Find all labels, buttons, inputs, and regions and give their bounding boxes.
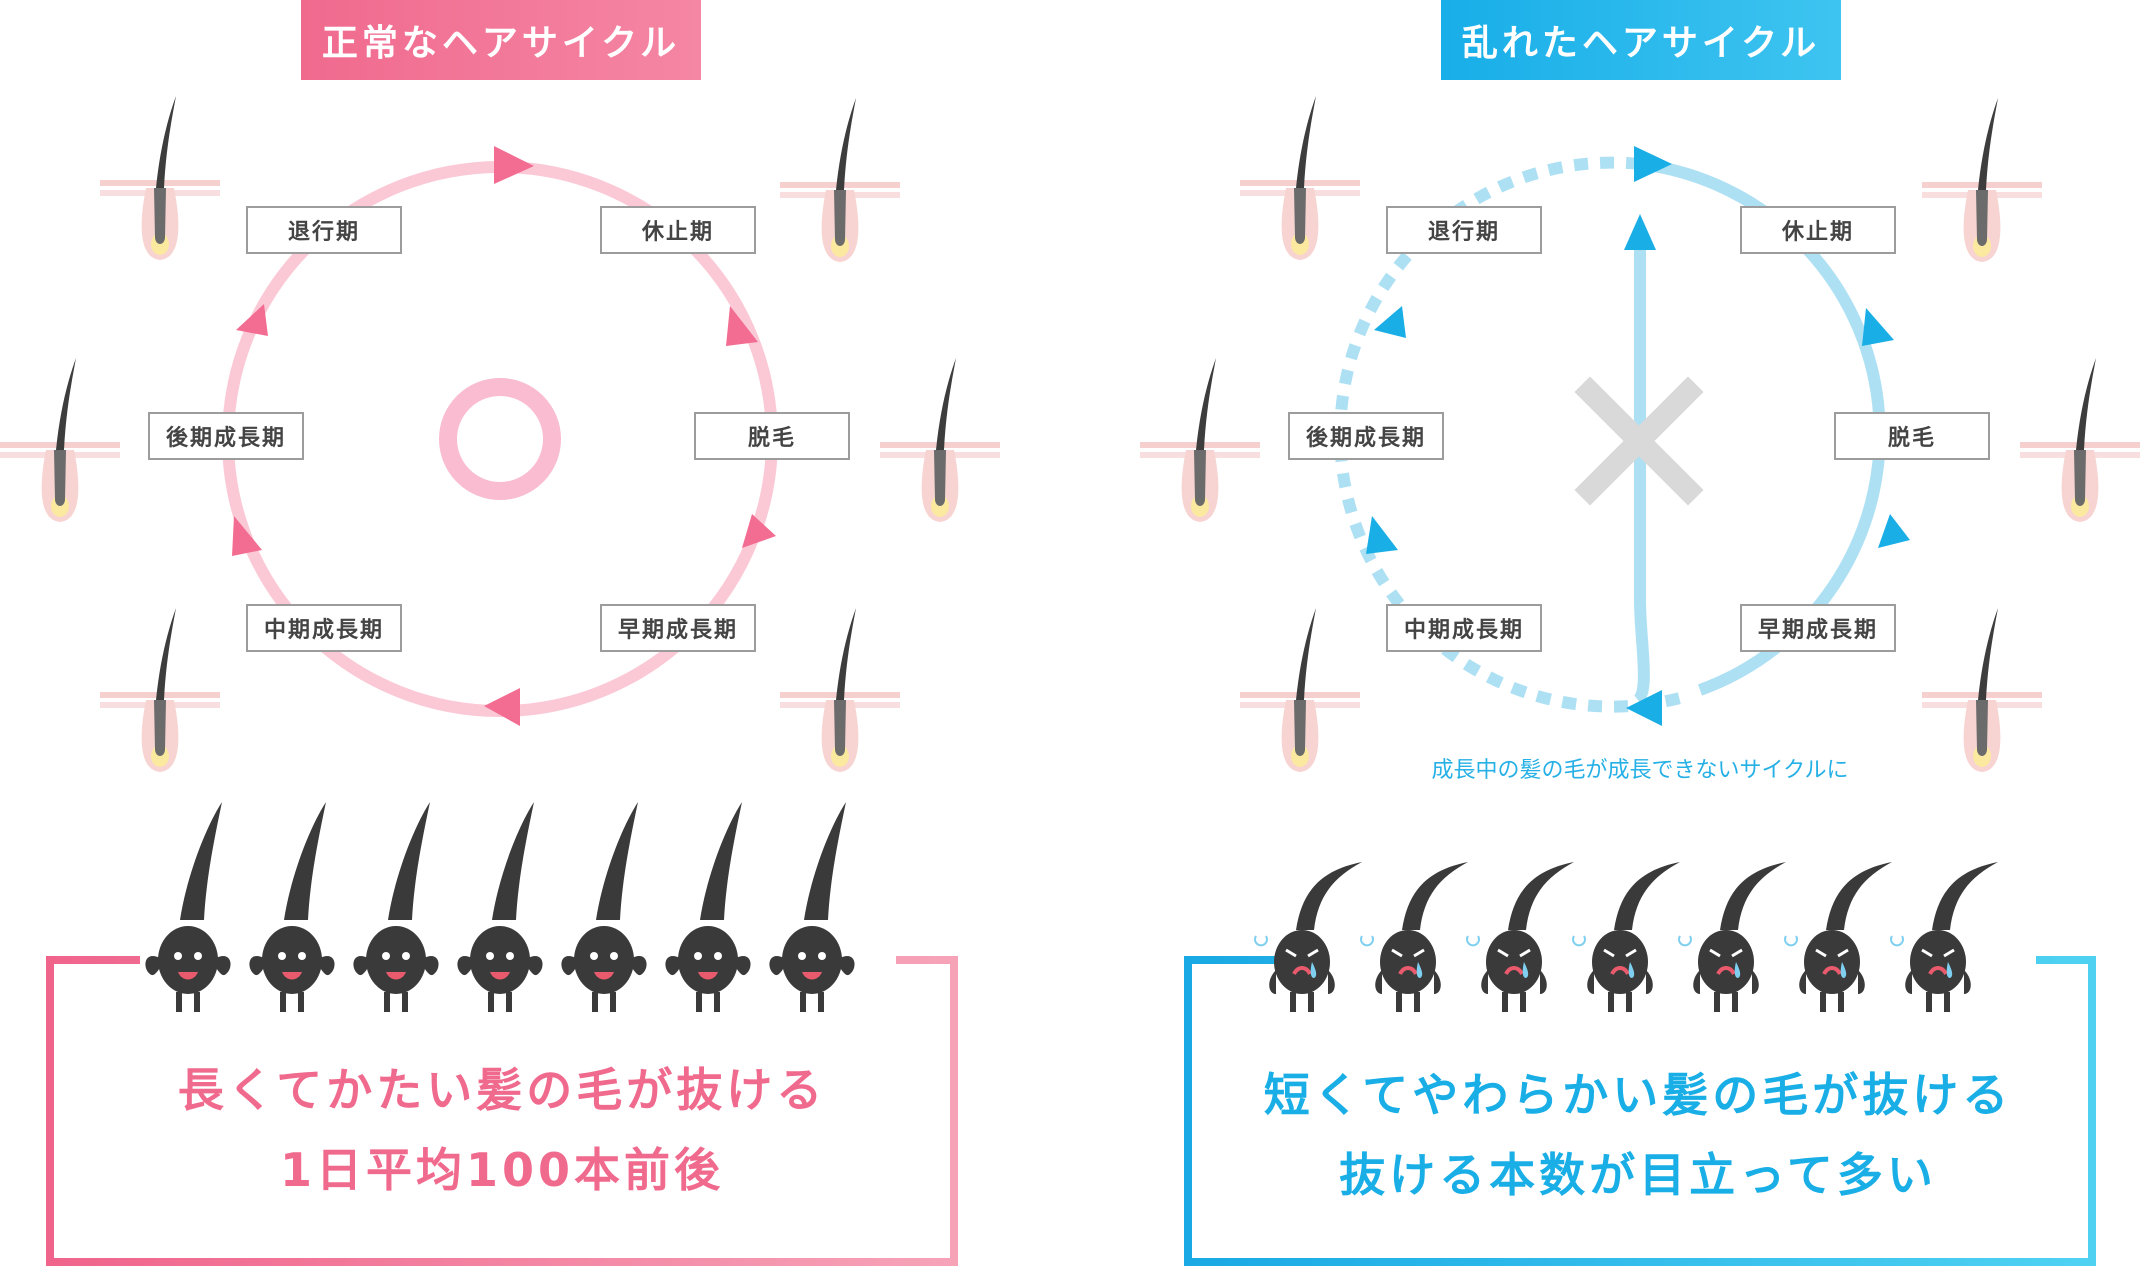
arrow-upper-left [236, 304, 268, 336]
hair-follicle-icon [0, 96, 2140, 772]
stage-datsumou: 脱毛 [1834, 412, 1990, 460]
arrow-upper-right [726, 306, 758, 346]
arrow-lower-left [1366, 516, 1398, 554]
normal-result-frame [46, 956, 958, 1266]
stage-taikou: 退行期 [1386, 206, 1542, 254]
stage-datsumou: 脱毛 [694, 412, 850, 460]
stage-kyuushi: 休止期 [600, 206, 756, 254]
stage-kouki: 後期成長期 [1288, 412, 1444, 460]
normal-result-line2: 1日平均100本前後 [279, 1143, 725, 1197]
arrow-lower-left [232, 516, 262, 556]
arrow-bottom [1626, 690, 1662, 726]
arrow-upper-left [1374, 306, 1406, 338]
stage-souki: 早期成長期 [1740, 604, 1896, 652]
stage-chuuki: 中期成長期 [246, 604, 402, 652]
stage-kyuushi: 休止期 [1740, 206, 1896, 254]
strong-hair-character-icon [145, 802, 855, 1012]
arrow-top [494, 146, 534, 184]
arrow-lower-right [1878, 514, 1910, 548]
normal-cycle-arrows [232, 146, 776, 726]
stage-taikou: 退行期 [246, 206, 402, 254]
disturbed-result-line2: 抜ける本数が目立って多い [1339, 1148, 1937, 1202]
stage-chuuki: 中期成長期 [1386, 604, 1542, 652]
stage-kouki: 後期成長期 [148, 412, 304, 460]
disturbed-result-message: 短くてやわらかい髪の毛が抜ける 抜ける本数が目立って多い [1188, 1055, 2088, 1215]
disturbed-result-line1: 短くてやわらかい髪の毛が抜ける [1263, 1068, 2013, 1122]
stage-souki: 早期成長期 [600, 604, 756, 652]
arrow-shortcut-up [1624, 214, 1656, 250]
sad-hair-character-icon [1253, 860, 2000, 1014]
shortcut-line [1633, 240, 1650, 705]
ok-circle-icon [439, 378, 561, 500]
ng-cross-icon [1574, 376, 1704, 506]
disturbed-cycle-arrows [1366, 146, 1910, 726]
normal-cycle-title: 正常なヘアサイクル [301, 0, 701, 80]
disturbed-result-frame [1184, 956, 2096, 1266]
normal-result-line1: 長くてかたい髪の毛が抜ける [177, 1063, 827, 1117]
arrow-bottom [484, 688, 520, 726]
normal-result-message: 長くてかたい髪の毛が抜ける 1日平均100本前後 [52, 1050, 952, 1210]
arrow-upper-right [1862, 308, 1894, 346]
arrow-lower-right [742, 514, 776, 548]
arrow-top [1634, 146, 1672, 182]
disturbed-cycle-title: 乱れたヘアサイクル [1441, 0, 1841, 80]
disturbed-cycle-note: 成長中の髪の毛が成長できないサイクルに [1431, 758, 1849, 783]
